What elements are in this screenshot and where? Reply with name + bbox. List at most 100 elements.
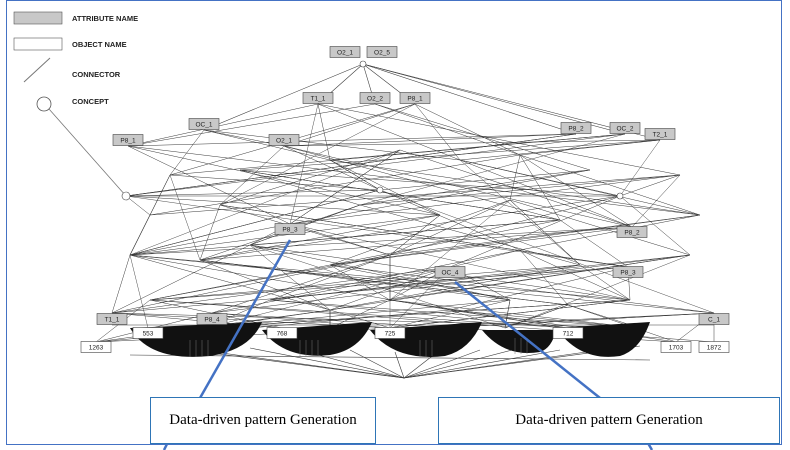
legend-attribute-label: ATTRIBUTE NAME: [72, 14, 138, 23]
connector: [329, 219, 561, 266]
connector: [519, 139, 661, 156]
connector: [203, 129, 331, 161]
connector: [399, 149, 633, 228]
node-bottom-objects-5: 1703: [660, 341, 692, 353]
connector: [129, 149, 401, 256]
connector: [559, 219, 629, 268]
node-middle-0: P8_3: [274, 223, 306, 235]
node-bottom-objects-6: 1872: [698, 341, 730, 353]
apex-connector: [394, 351, 405, 379]
legend: ATTRIBUTE NAME OBJECT NAME CONNECTOR CON…: [13, 11, 138, 197]
connector: [389, 214, 701, 256]
node-bottom-objects-4: 1263: [80, 341, 112, 353]
node-box: [96, 313, 128, 325]
node-box: [196, 313, 228, 325]
node-label: T1_1: [105, 316, 120, 323]
node-box: [698, 341, 730, 353]
node-bottom-attrs-1: P8_4: [196, 313, 228, 325]
node-box: [560, 122, 592, 134]
node-upper-0: OC_1: [188, 118, 220, 130]
connector: [619, 174, 681, 197]
connector: [509, 199, 691, 256]
node-box: [366, 46, 398, 58]
connector: [129, 219, 561, 256]
connector: [329, 264, 391, 301]
node-middle-1: P8_2: [616, 226, 648, 238]
cluster-hatching: [189, 338, 528, 357]
node-label: OC_4: [442, 269, 459, 276]
connector: [519, 154, 561, 221]
connector: [449, 195, 621, 268]
connector: [289, 169, 591, 225]
node-right-2: T2_1: [644, 128, 676, 140]
connector: [169, 174, 381, 191]
connector: [283, 145, 561, 221]
connector: [414, 103, 521, 156]
connector: [169, 174, 201, 261]
connector: [359, 174, 681, 206]
node-label: 1872: [707, 344, 722, 351]
connector: [389, 214, 441, 256]
connector: [329, 159, 441, 216]
node-right-1: OC_2: [609, 122, 641, 134]
node-label: T2_1: [653, 131, 668, 138]
node-label: O2_1: [276, 137, 292, 144]
node-upper-2: O2_2: [359, 92, 391, 104]
concept-center: [376, 186, 384, 194]
connector: [619, 139, 661, 197]
connector: [567, 304, 677, 343]
connector: [619, 195, 691, 256]
connector: [439, 312, 715, 329]
connector: [329, 264, 511, 301]
node-box: [132, 327, 164, 339]
node-bottom-objects-0: 553: [132, 327, 164, 339]
node-bottom-objects-1: 768: [266, 327, 298, 339]
connector: [127, 145, 291, 225]
node-label: O2_5: [374, 49, 390, 56]
node-box: [266, 327, 298, 339]
connector: [129, 254, 631, 301]
connector: [111, 254, 131, 314]
connector: [631, 174, 681, 228]
connector: [129, 254, 715, 314]
connector: [149, 266, 629, 301]
node-label: 725: [385, 330, 396, 337]
connector: [127, 145, 441, 216]
node-label: P8_2: [624, 229, 640, 236]
node-label: P8_4: [204, 316, 220, 323]
node-label: P8_1: [120, 137, 136, 144]
node-left-0: P8_1: [112, 134, 144, 146]
node-label: OC_2: [617, 125, 634, 132]
node-left-1: O2_1: [268, 134, 300, 146]
connector: [389, 299, 631, 329]
connector: [249, 244, 331, 311]
connector: [129, 254, 331, 311]
connector: [111, 266, 451, 314]
connector: [289, 223, 391, 256]
connector: [127, 145, 701, 216]
connector: [283, 145, 633, 228]
connector: [359, 133, 626, 206]
connector: [129, 223, 291, 256]
node-label: P8_2: [568, 125, 584, 132]
node-box: [329, 46, 361, 58]
node-box: [112, 134, 144, 146]
node-label: O2_1: [337, 49, 353, 56]
apex-connector: [403, 347, 521, 379]
connector: [329, 264, 715, 314]
connector: [289, 149, 401, 225]
connector: [389, 195, 621, 256]
connector: [125, 189, 381, 197]
callout-right: Data-driven pattern Generation: [438, 397, 780, 444]
node-box: [644, 128, 676, 140]
connector: [414, 103, 461, 161]
connector: [509, 154, 521, 201]
connector: [199, 226, 633, 261]
connector: [129, 214, 441, 256]
node-upper-3: P8_1: [399, 92, 431, 104]
connector: [379, 189, 521, 251]
connector: [111, 266, 629, 314]
node-label: 712: [563, 330, 574, 337]
connector: [269, 249, 521, 301]
